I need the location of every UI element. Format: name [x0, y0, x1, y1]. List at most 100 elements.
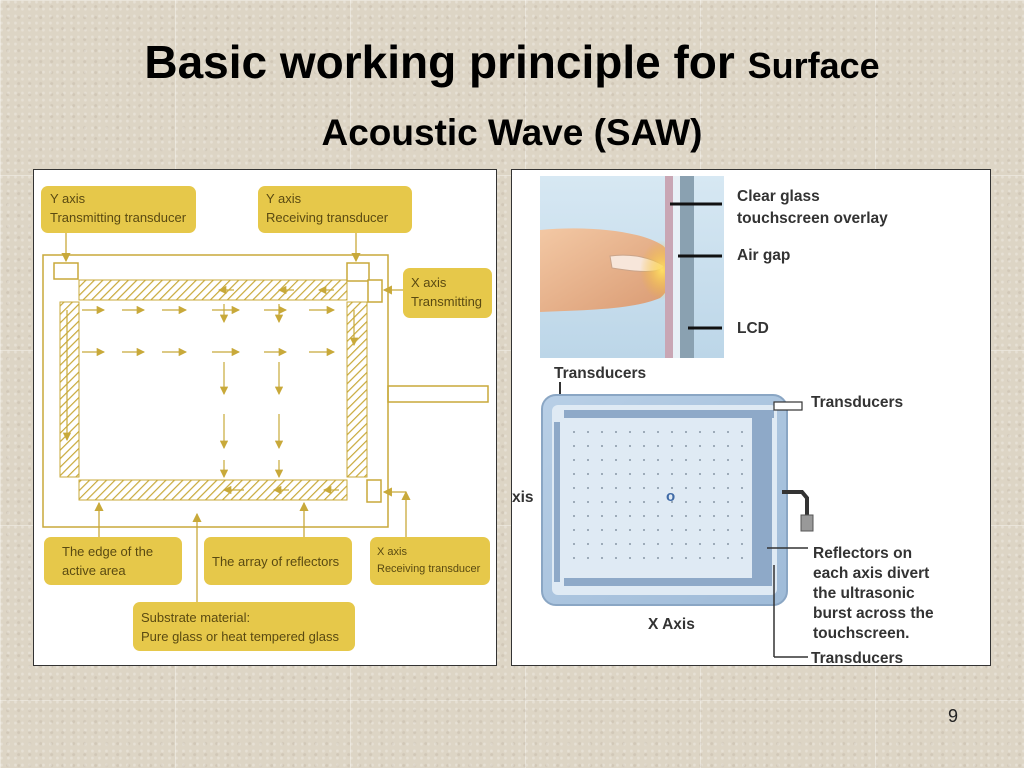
grid-dot — [671, 557, 673, 559]
grid-dot — [741, 459, 743, 461]
grid-dot — [573, 459, 575, 461]
grid-dot — [601, 529, 603, 531]
grid-dot — [573, 431, 575, 433]
label-reflectors-1: Reflectors on — [813, 545, 912, 562]
label-reflectors-5: touchscreen. — [813, 625, 909, 642]
grid-dot — [699, 529, 701, 531]
grid-dot — [629, 501, 631, 503]
svg-text:Y axis: Y axis — [50, 191, 86, 206]
saw-schematic-panel: Y axis Transmitting transducer Y axis Re… — [33, 169, 497, 666]
grid-dot — [573, 529, 575, 531]
grid-dot — [587, 557, 589, 559]
grid-dot — [699, 515, 701, 517]
surface-grid — [573, 431, 743, 559]
grid-dot — [643, 501, 645, 503]
label-x-axis-receiving: X axis Receiving transducer — [370, 537, 490, 585]
label-y-axis-transmitting: Y axis Transmitting transducer — [41, 186, 196, 233]
svg-text:Receiving transducer: Receiving transducer — [266, 210, 389, 225]
svg-text:Y axis: Y axis — [266, 191, 302, 206]
grid-dot — [629, 557, 631, 559]
grid-dot — [643, 459, 645, 461]
label-array-of-reflectors: The array of reflectors — [204, 537, 352, 585]
grid-dot — [699, 501, 701, 503]
label-transducers-right: Transducers — [811, 394, 903, 411]
grid-dot — [657, 515, 659, 517]
grid-dot — [573, 487, 575, 489]
grid-dot — [727, 557, 729, 559]
slide-title-line2: Acoustic Wave (SAW) — [321, 112, 703, 153]
grid-dot — [671, 473, 673, 475]
svg-text:Pure glass or heat tempered gl: Pure glass or heat tempered glass — [141, 629, 339, 644]
grid-dot — [671, 445, 673, 447]
page-number: 9 — [948, 706, 959, 726]
grid-dot — [629, 431, 631, 433]
grid-dot — [629, 473, 631, 475]
grid-dot — [685, 515, 687, 517]
grid-dot — [685, 543, 687, 545]
grid-dot — [699, 543, 701, 545]
grid-dot — [713, 445, 715, 447]
grid-dot — [713, 529, 715, 531]
grid-dot — [713, 557, 715, 559]
grid-dot — [629, 459, 631, 461]
grid-dot — [699, 431, 701, 433]
grid-dot — [615, 529, 617, 531]
grid-dot — [685, 445, 687, 447]
grid-dot — [727, 459, 729, 461]
title-bold: Surface — [747, 45, 880, 86]
svg-text:Receiving transducer: Receiving transducer — [377, 563, 481, 575]
grid-dot — [699, 459, 701, 461]
label-axis-left: xis — [512, 489, 534, 506]
grid-dot — [741, 431, 743, 433]
grid-dot — [643, 515, 645, 517]
grid-dot — [601, 473, 603, 475]
grid-dot — [587, 445, 589, 447]
grid-dot — [601, 445, 603, 447]
svg-text:Transmitting transducer: Transmitting transducer — [50, 210, 187, 225]
grid-dot — [657, 487, 659, 489]
grid-dot — [727, 431, 729, 433]
grid-dot — [643, 543, 645, 545]
grid-dot — [727, 529, 729, 531]
label-lcd: LCD — [737, 320, 769, 337]
grid-dot — [615, 543, 617, 545]
grid-dot — [741, 515, 743, 517]
label-reflectors-2: each axis divert — [813, 565, 929, 582]
grid-dot — [657, 445, 659, 447]
svg-text:X axis: X axis — [411, 275, 447, 290]
grid-dot — [685, 487, 687, 489]
touch-point-marker: o — [666, 488, 675, 505]
grid-dot — [573, 501, 575, 503]
grid-dot — [657, 431, 659, 433]
grid-dot — [657, 529, 659, 531]
grid-dot — [587, 431, 589, 433]
grid-dot — [713, 543, 715, 545]
svg-text:The edge of the: The edge of the — [62, 544, 153, 559]
saw-schematic: Y axis Transmitting transducer Y axis Re… — [41, 186, 492, 651]
grid-dot — [671, 501, 673, 503]
label-reflectors-4: burst across the — [813, 605, 934, 622]
transducer-x-tx — [367, 279, 383, 303]
grid-dot — [657, 473, 659, 475]
grid-dot — [643, 557, 645, 559]
grid-dot — [671, 529, 673, 531]
grid-dot — [587, 487, 589, 489]
reflector-strip-left — [59, 301, 80, 478]
grid-dot — [727, 487, 729, 489]
slide-title-line1: Basic working principle for Surface — [0, 34, 1024, 94]
grid-dot — [601, 487, 603, 489]
reflector-strip-right — [346, 301, 368, 478]
grid-dot — [643, 445, 645, 447]
label-clear-glass-1: Clear glass — [737, 188, 820, 205]
grid-dot — [629, 529, 631, 531]
grid-dot — [727, 445, 729, 447]
grid-dot — [573, 543, 575, 545]
grid-dot — [643, 473, 645, 475]
grid-dot — [601, 557, 603, 559]
grid-dot — [741, 529, 743, 531]
svg-text:active area: active area — [62, 563, 126, 578]
grid-dot — [741, 543, 743, 545]
grid-dot — [685, 431, 687, 433]
grid-dot — [657, 501, 659, 503]
grid-dot — [629, 515, 631, 517]
